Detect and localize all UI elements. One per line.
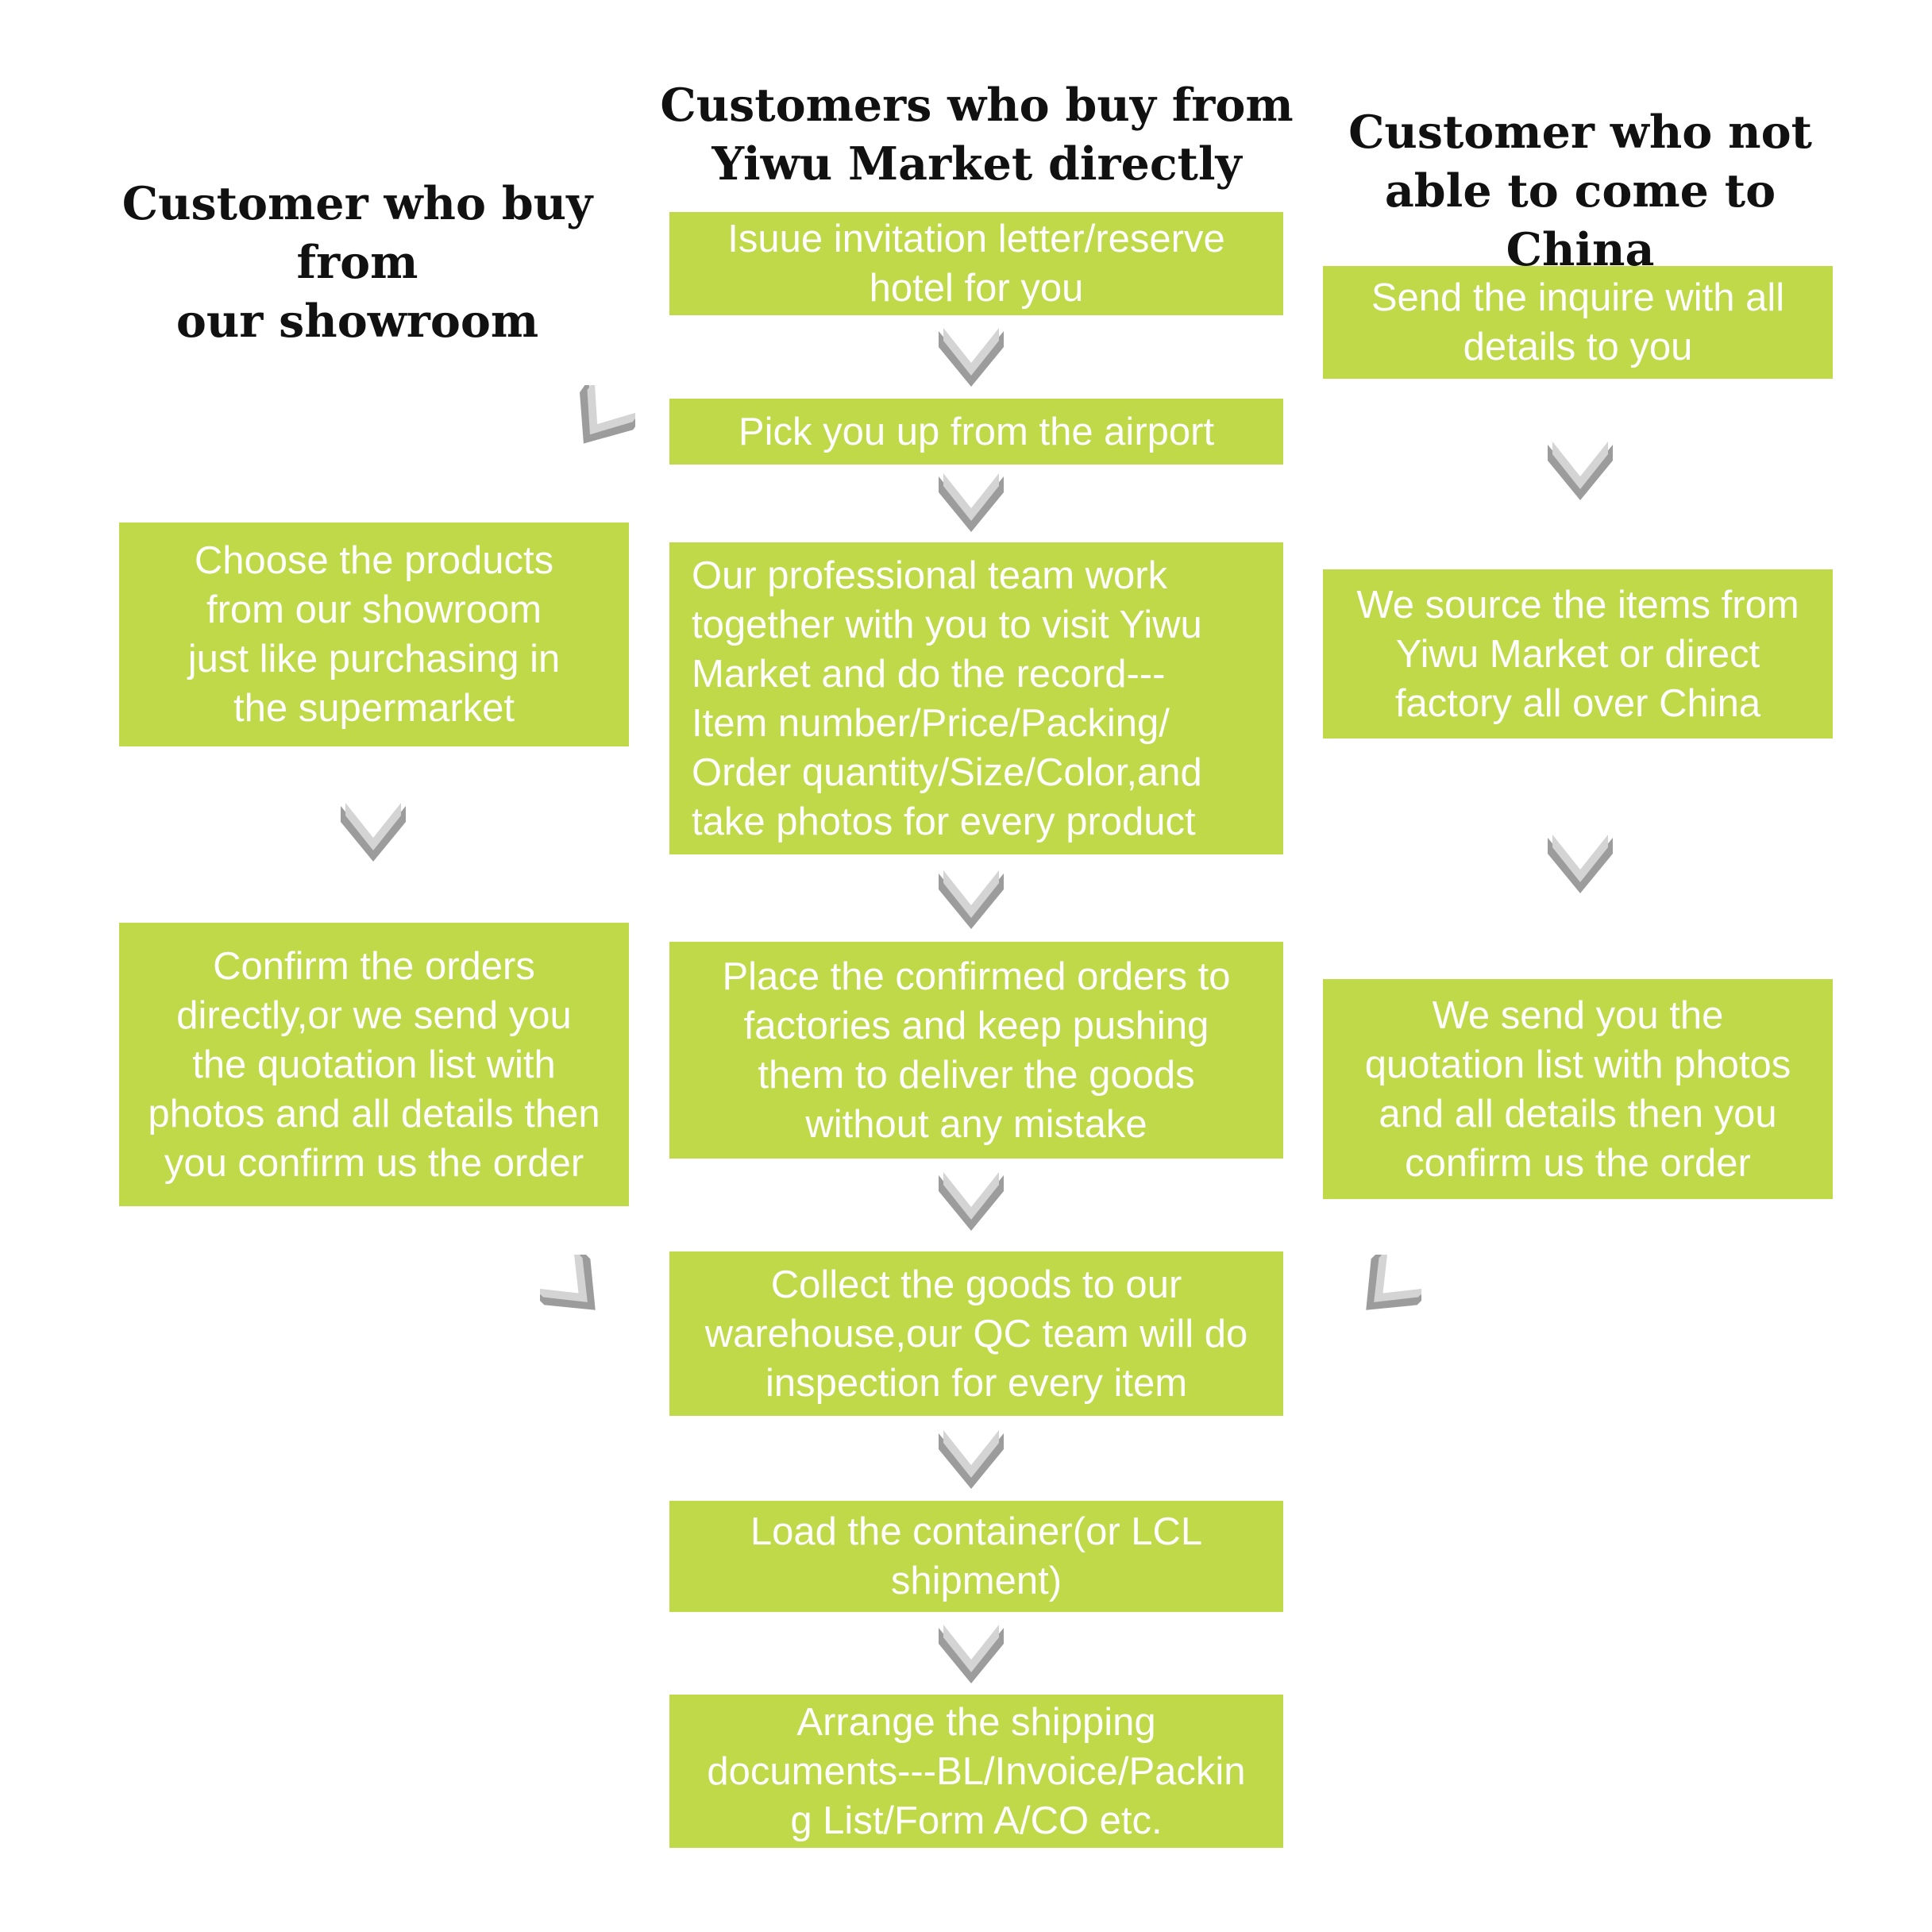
step-collect-goods-text: Collect the goods to our warehouse,our Q… [704,1263,1248,1405]
step-send-inquiry: Send the inquire with all details to you [1323,266,1833,379]
step-quotation-list-right-text: We send you the quotation list with phot… [1364,993,1791,1185]
step-confirm-orders-left: Confirm the orders directly,or we send y… [119,923,629,1206]
chevron-down-icon [1548,442,1613,500]
heading-yiwu-market: Customers who buy from Yiwu Market direc… [660,79,1294,191]
chevron-down-right-icon [540,1255,596,1310]
step-shipping-documents-text: Arrange the shipping documents---BL/Invo… [707,1700,1246,1842]
chevron-down-icon [939,1430,1004,1489]
chevron-down-left-icon [1366,1255,1421,1310]
chevron-down-icon [939,328,1004,387]
step-load-container: Load the container(or LCL shipment) [669,1501,1283,1612]
step-place-orders-text: Place the confirmed orders to factories … [722,954,1231,1146]
step-quotation-list-right: We send you the quotation list with phot… [1323,979,1833,1199]
chevron-down-icon [341,803,406,862]
step-visit-market-text: Our professional team work together with… [692,553,1202,843]
step-load-container-text: Load the container(or LCL shipment) [750,1510,1203,1602]
chevron-down-icon [939,1625,1004,1683]
chevron-down-icon [939,1172,1004,1231]
step-invitation-letter-text: Isuue invitation letter/reserve hotel fo… [727,218,1225,310]
step-send-inquiry-text: Send the inquire with all details to you [1371,276,1785,368]
chevron-down-left-icon [580,385,635,444]
step-choose-products-text: Choose the products from our showroom ju… [187,539,561,730]
heading-not-able-to-come: Customer who not able to come to China [1348,106,1812,276]
chevron-down-icon [939,473,1004,532]
step-shipping-documents: Arrange the shipping documents---BL/Invo… [669,1695,1283,1848]
step-source-items-text: We source the items from Yiwu Market or … [1356,583,1799,725]
chevron-down-icon [1548,835,1613,893]
heading-showroom: Customer who buy from our showroom [121,177,593,348]
step-source-items: We source the items from Yiwu Market or … [1323,569,1833,738]
step-airport-pickup: Pick you up from the airport [669,399,1283,465]
step-place-orders: Place the confirmed orders to factories … [669,942,1283,1159]
step-invitation-letter: Isuue invitation letter/reserve hotel fo… [669,212,1283,315]
step-confirm-orders-left-text: Confirm the orders directly,or we send y… [148,944,600,1185]
step-collect-goods: Collect the goods to our warehouse,our Q… [669,1251,1283,1416]
step-airport-pickup-text: Pick you up from the airport [738,410,1215,453]
step-choose-products: Choose the products from our showroom ju… [119,523,629,746]
chevron-down-icon [939,870,1004,929]
step-visit-market: Our professional team work together with… [669,542,1283,854]
